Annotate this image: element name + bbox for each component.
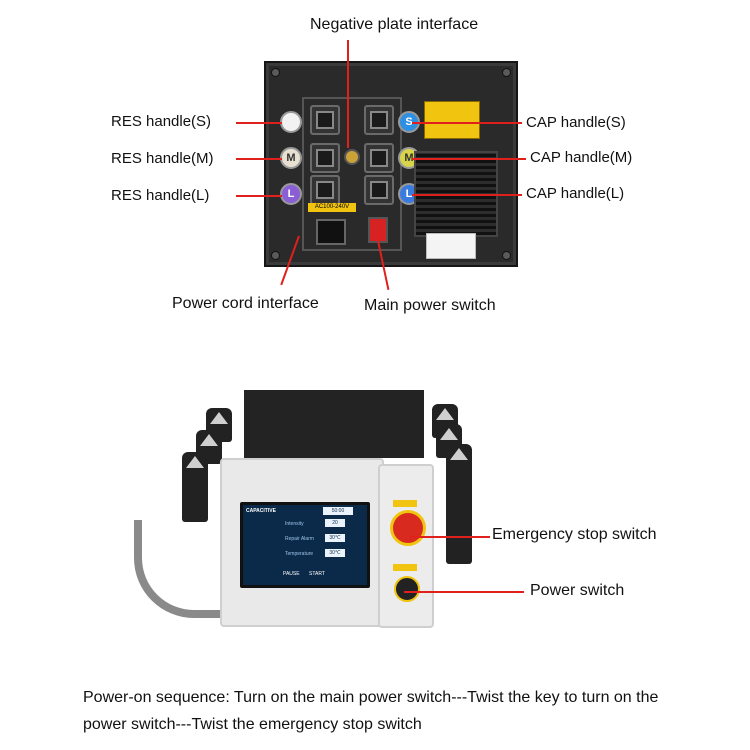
label-res-l: RES handle(L) [111,187,210,204]
res-m-connector [310,143,340,173]
label-res-m: RES handle(M) [111,150,214,167]
pointer-line [236,122,282,124]
screen-temperature-value: 30℃ [325,549,345,557]
spec-sticker [426,233,476,259]
pointer-line [412,158,526,160]
screen-timer: 50:00 [323,507,353,515]
touch-screen: CAPACITIVE 50:00 Intensity 20 Repair Ala… [240,502,370,588]
device-top [244,390,424,458]
pointer-line [412,194,522,196]
key-label [393,564,417,571]
handle-cable [134,520,232,618]
res-s-led [280,111,302,133]
label-negative-plate: Negative plate interface [310,16,479,33]
warning-sticker [424,101,480,139]
label-emergency-stop: Emergency stop switch [492,526,657,543]
screen-temperature-label: Temperature [285,551,314,557]
label-power-cord: Power cord interface [172,295,319,312]
connector-frame [302,97,402,251]
cap-m-connector [364,143,394,173]
power-on-caption: Power-on sequence: Turn on the main powe… [83,689,659,733]
handle-res-l [182,452,208,522]
power-cord-inlet [316,219,346,245]
screw [502,68,511,77]
screw [271,251,280,260]
voltage-label: AC100-240V [308,203,356,212]
label-res-s: RES handle(S) [111,113,212,130]
screen-intensity-label: Intensity [285,521,304,527]
key-power-switch [394,576,420,602]
screen-intensity-value: 20 [325,519,345,527]
screen-repair-label: Repair Alarm [285,536,314,542]
screen-start: START [309,571,325,577]
res-s-connector [310,105,340,135]
handle-cap-l [446,444,472,564]
pointer-line [404,591,524,593]
device-front-panel: CAPACITIVE 50:00 Intensity 20 Repair Ala… [220,458,384,627]
label-cap-l: CAP handle(L) [526,185,625,202]
label-main-switch: Main power switch [364,297,496,314]
device-side-panel [378,464,434,628]
device-front-photo: CAPACITIVE 50:00 Intensity 20 Repair Ala… [220,390,434,628]
res-l-connector [310,175,340,205]
screen-mode: CAPACITIVE [246,508,276,514]
screw [271,68,280,77]
rear-panel-photo: M L S M L AC100-240V [264,61,518,267]
res-m-led: M [280,147,302,169]
estop-label [393,500,417,507]
label-power-switch: Power switch [530,582,625,599]
pointer-line [412,122,522,124]
cap-s-connector [364,105,394,135]
label-cap-s: CAP handle(S) [526,114,626,131]
emergency-stop-button [390,510,426,546]
negative-plate-port [344,149,360,165]
res-l-led: L [280,183,302,205]
cap-l-connector [364,175,394,205]
pointer-line [236,158,282,160]
label-cap-m: CAP handle(M) [530,149,633,166]
screen-repair-value: 30℃ [325,534,345,542]
pointer-line [410,536,490,538]
pointer-line [236,195,282,197]
pointer-line [347,40,349,148]
screw [502,251,511,260]
screen-pause: PAUSE [283,571,300,577]
